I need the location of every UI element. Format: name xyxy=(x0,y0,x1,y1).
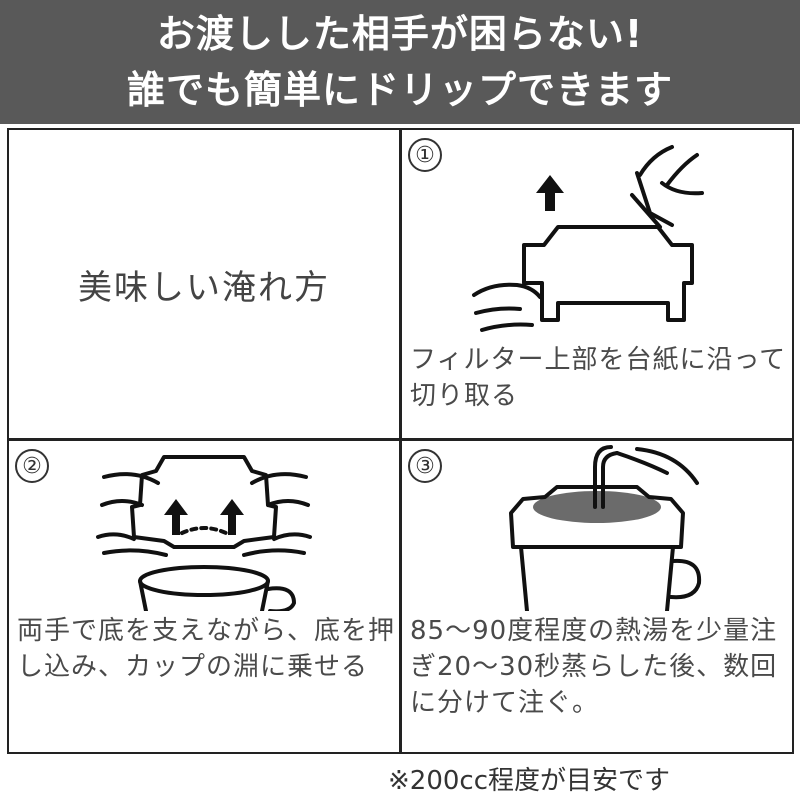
banner-line-1: お渡しした相手が困らない! xyxy=(156,12,644,56)
grid-divider-vertical xyxy=(399,130,402,752)
step-2-cell: ② 両手で底を支えながら、底を押し込み、カップの淵に乗せる xyxy=(9,441,399,752)
grid-divider-horizontal xyxy=(9,438,792,441)
pour-water-illustration xyxy=(509,445,702,611)
step-1-text: フィルター上部を台紙に沿って切り取る xyxy=(410,345,787,411)
footnote: ※200cc程度が目安です xyxy=(388,766,671,796)
banner-line-2: 誰でも簡単にドリップできます xyxy=(126,68,673,112)
mount-filter-illustration xyxy=(96,455,312,611)
step-3-text: 85〜90度程度の熱湯を少量注ぎ20〜30秒蒸らした後、数回に分けて注ぐ。 xyxy=(410,616,778,718)
intro-title: 美味しい淹れ方 xyxy=(78,267,330,308)
step-1-number: ① xyxy=(408,138,442,172)
step-1-cell: ① フィルター上部を台紙に沿って切り取る xyxy=(402,130,792,438)
intro-cell: 美味しい淹れ方 xyxy=(9,130,399,438)
step-2-number: ② xyxy=(15,449,49,483)
tear-filter-illustration xyxy=(472,145,704,332)
step-2-text: 両手で底を支えながら、底を押し込み、カップの淵に乗せる xyxy=(17,616,396,682)
step-3-cell: ③ 85〜90度程度の熱湯を少量注ぎ20〜30秒蒸らした後、数回に分けて注ぐ。 xyxy=(402,441,792,752)
instruction-grid: 美味しい淹れ方 ① フィルター上部を台紙に沿って切り取る xyxy=(7,128,794,754)
header-banner: お渡しした相手が困らない! 誰でも簡単にドリップできます xyxy=(0,0,800,124)
step-3-number: ③ xyxy=(408,449,442,483)
